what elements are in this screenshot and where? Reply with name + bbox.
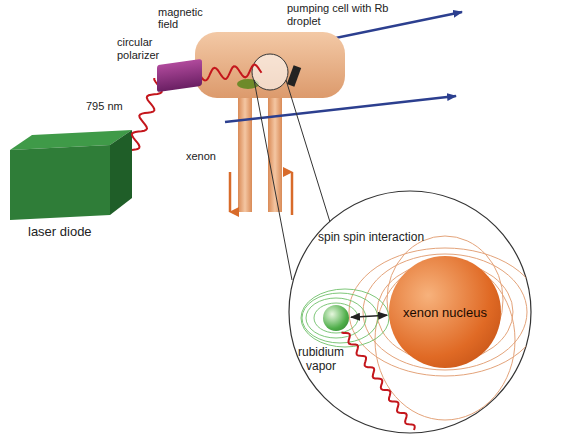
xenon-tube (238, 92, 252, 212)
zoom-line (286, 80, 330, 222)
text-label: spin spin interaction (318, 231, 448, 243)
text-label: magnetic field (158, 6, 216, 30)
laser-beam (132, 65, 415, 430)
zoom-line (254, 80, 292, 280)
circular-polarizer: circular polarizer (157, 59, 202, 92)
rb-droplet (287, 65, 301, 87)
zoom-circle (289, 191, 531, 433)
node-label: rubidium vapor (296, 345, 346, 373)
node-label: circular polarizer (117, 36, 179, 62)
laser-diode: laser diode (8, 128, 134, 222)
xenon-nucleus: xenon nucleus (389, 256, 501, 368)
laser-wave (200, 65, 262, 81)
node-label: pumping cell with Rb droplet (287, 2, 397, 28)
nucleus-field-lines (349, 236, 541, 420)
pumping-cell: pumping cell with Rb droplet (195, 32, 345, 98)
rubidium-atom: rubidium vapor (323, 305, 349, 331)
magnifier (252, 54, 288, 90)
node-label: xenon nucleus (389, 305, 501, 320)
laser-diode-body (10, 130, 132, 220)
text-label: xenon (186, 150, 226, 162)
text-label: 795 nm (86, 100, 130, 112)
node-label: laser diode (28, 224, 118, 239)
rubidium-field-lines (301, 289, 389, 347)
pumping-cell-body (195, 32, 345, 98)
flow-arrow (229, 172, 232, 212)
flow-arrow (291, 172, 294, 215)
interaction-arrow (351, 315, 387, 317)
xenon-tube (268, 92, 282, 212)
